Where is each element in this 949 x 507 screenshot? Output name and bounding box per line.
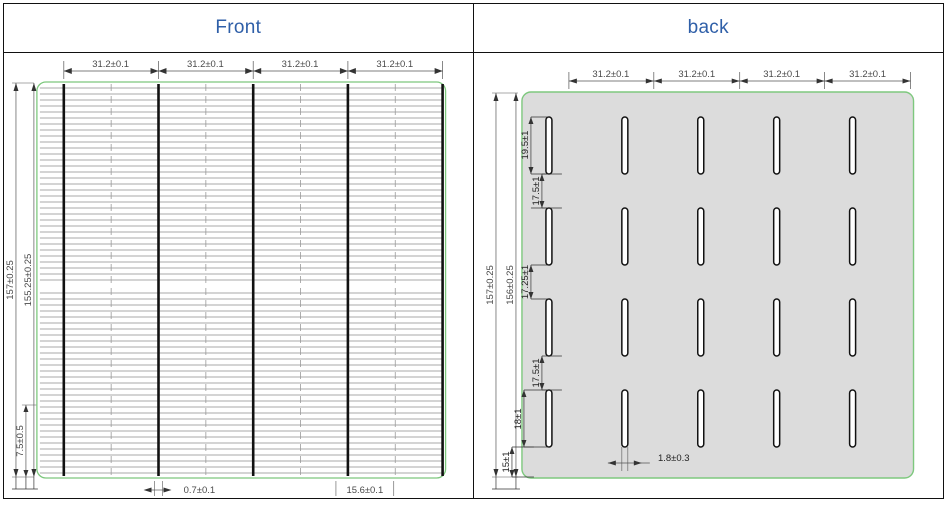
- back-pad: [772, 389, 780, 448]
- back-pad: [544, 207, 553, 266]
- back-pad: [696, 116, 705, 175]
- front-finger-lines-top: [39, 87, 443, 281]
- back-pad: [544, 389, 553, 448]
- back-bottom-origin-ticks: [491, 477, 520, 490]
- panel-title-front-label: Front: [215, 17, 262, 38]
- front-left-dim-157: 157±0.25: [5, 260, 16, 300]
- back-top-dim-2: 31.2±0.1: [678, 69, 715, 80]
- back-pad-width-dimension: 1.8±0.3: [607, 447, 689, 471]
- front-left-dim-155: 155.25±0.25: [23, 254, 34, 307]
- front-center-dashed-lines: [110, 84, 396, 476]
- back-top-dim-4: 31.2±0.1: [849, 69, 886, 80]
- back-pad: [620, 207, 629, 266]
- back-pad: [848, 389, 856, 448]
- back-pad-dim-19-5: 19.5±1: [519, 131, 530, 160]
- back-pad: [620, 116, 629, 175]
- front-left-dimension-155: 155.25±0.25: [23, 83, 37, 477]
- back-pad: [544, 116, 553, 175]
- back-pad: [772, 298, 780, 357]
- back-top-dim-1: 31.2±0.1: [592, 69, 629, 80]
- panel-title-back-label: back: [687, 17, 729, 38]
- back-pad: [544, 298, 553, 357]
- back-panel-drawing-cell: 31.2±0.1 31.2±0.1 31.2±0.1 31.2±0.1 157±…: [474, 53, 944, 498]
- back-pad: [696, 207, 705, 266]
- back-pad-dim-15: 15±1: [500, 451, 511, 472]
- front-busbars: [62, 84, 444, 476]
- front-finger-lines-bottom: [39, 292, 443, 474]
- back-pad: [772, 116, 780, 175]
- back-top-dim-3: 31.2±0.1: [763, 69, 800, 80]
- back-pad-dim-18: 18±1: [512, 408, 523, 429]
- back-pad: [696, 389, 705, 448]
- back-pad: [848, 116, 856, 175]
- back-pad-dimension-arrows: [508, 117, 544, 477]
- front-panel-svg: 31.2±0.1 31.2±0.1 31.2±0.1 31.2±0.1 157±…: [5, 59, 447, 496]
- front-bottom-dimension-busbar-width: 0.7±0.1: [143, 481, 215, 496]
- panel-title-front: Front: [4, 4, 474, 53]
- back-pad-dim-17-5-a: 17.5±1: [530, 177, 541, 206]
- back-pad: [848, 298, 856, 357]
- back-left-dim-157: 157±0.25: [484, 265, 495, 305]
- table-header-row: Front back: [4, 4, 943, 53]
- back-pad-width-label: 1.8±0.3: [658, 453, 690, 464]
- front-top-dim-2: 31.2±0.1: [187, 59, 224, 70]
- front-top-dimension-chain: 31.2±0.1 31.2±0.1 31.2±0.1 31.2±0.1: [63, 59, 443, 79]
- front-lower-left-dim-label: 7.5±0.5: [15, 425, 26, 457]
- back-left-dim-156: 156±0.25: [504, 265, 515, 305]
- back-pad: [772, 207, 780, 266]
- front-bottom-origin-ticks: [11, 477, 38, 490]
- back-pad: [696, 298, 705, 357]
- back-left-dimension-156: 156±0.25: [504, 93, 518, 477]
- back-top-dimension-chain: 31.2±0.1 31.2±0.1 31.2±0.1 31.2±0.1: [568, 69, 911, 89]
- table-body-row: 31.2±0.1 31.2±0.1 31.2±0.1 31.2±0.1 157±…: [4, 53, 943, 498]
- front-bottom-dim-15-6: 15.6±0.1: [346, 485, 383, 496]
- front-top-dim-4: 31.2±0.1: [376, 59, 413, 70]
- front-panel-drawing-cell: 31.2±0.1 31.2±0.1 31.2±0.1 31.2±0.1 157±…: [4, 53, 474, 498]
- back-pad: [848, 207, 856, 266]
- comparison-table: Front back: [3, 3, 944, 499]
- back-pad-grid: [544, 116, 856, 448]
- back-pad: [620, 389, 629, 448]
- front-top-dim-1: 31.2±0.1: [92, 59, 129, 70]
- front-bottom-dimension-edge-offset: 15.6±0.1: [335, 481, 395, 496]
- front-bottom-dim-0-7: 0.7±0.1: [184, 485, 215, 496]
- back-pad-dim-17-25: 17.25±1: [519, 265, 530, 299]
- back-pad-dim-17-5-b: 17.5±1: [530, 359, 541, 388]
- front-top-dim-3: 31.2±0.1: [282, 59, 319, 70]
- back-cell-outline: [520, 91, 914, 479]
- back-panel-svg: 31.2±0.1 31.2±0.1 31.2±0.1 31.2±0.1 157±…: [484, 69, 914, 490]
- back-pad: [620, 298, 629, 357]
- panel-title-back: back: [473, 4, 943, 53]
